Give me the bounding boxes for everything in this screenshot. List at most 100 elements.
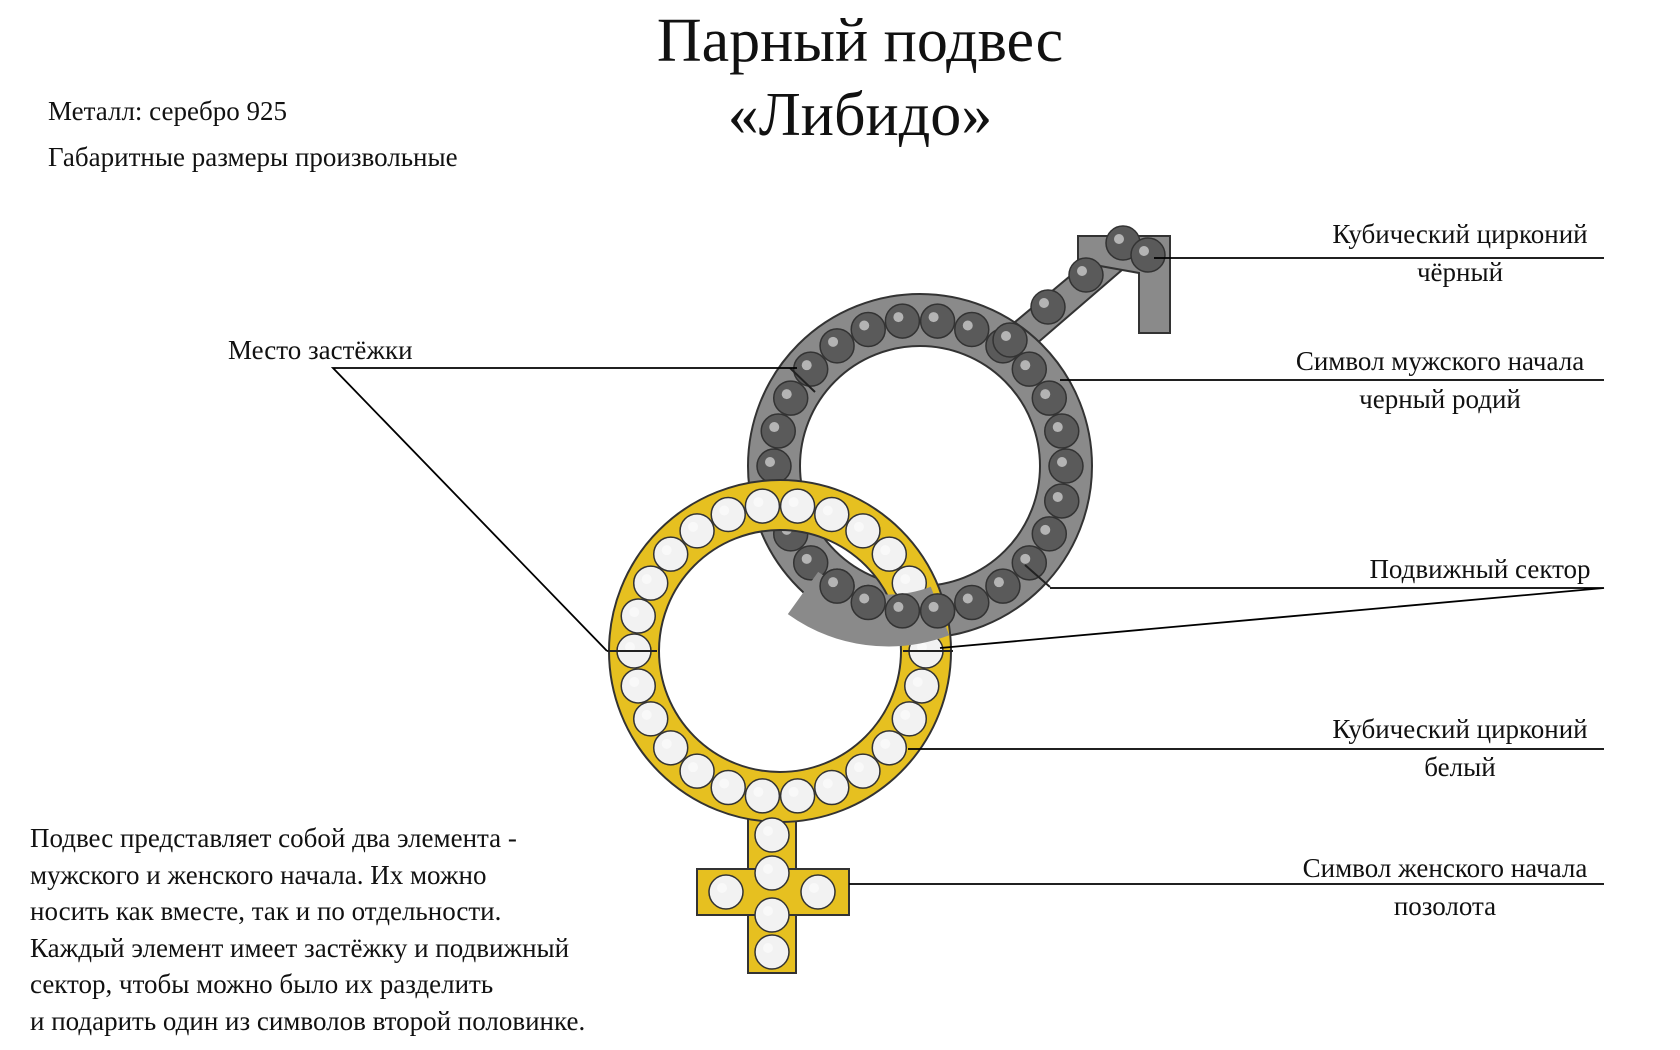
black-stone-highlight xyxy=(893,601,904,612)
black-stone-highlight xyxy=(1020,360,1031,371)
black-stone-highlight xyxy=(928,601,939,612)
black-stone xyxy=(1031,516,1068,552)
black-stone-highlight xyxy=(859,320,870,331)
black-stones-overlap xyxy=(819,568,956,629)
white-stone xyxy=(871,730,908,766)
white-stone-highlight xyxy=(641,709,652,720)
white-stone-highlight xyxy=(719,778,730,789)
white-stone xyxy=(779,488,816,524)
white-stone-highlight xyxy=(917,642,927,652)
black-stone-highlight xyxy=(781,389,792,400)
black-stone xyxy=(919,303,956,339)
white-stone-highlight xyxy=(661,738,672,749)
label-female-symbol: Символ женского начала позолота xyxy=(1280,849,1610,925)
black-stone xyxy=(819,328,855,364)
label-white-zirconia: Кубический цирконий белый xyxy=(1310,710,1610,786)
white-stone-highlight xyxy=(629,676,640,687)
white-stone-highlight xyxy=(853,521,864,532)
white-stone xyxy=(814,769,850,806)
black-stone-highlight xyxy=(1052,491,1063,502)
white-stone-highlight xyxy=(625,642,635,652)
leader-lines xyxy=(330,257,1605,885)
white-stone-highlight xyxy=(853,762,864,773)
black-stone xyxy=(1130,237,1166,273)
black-stone xyxy=(819,568,855,604)
black-stone-highlight xyxy=(962,593,973,604)
white-stone-highlight xyxy=(822,505,833,516)
description-line: сектор, чтобы можно было их разделить xyxy=(30,969,494,999)
label-black-zirconia-line-2: чёрный xyxy=(1416,257,1504,287)
black-stone xyxy=(1011,351,1048,387)
white-stone-highlight xyxy=(719,505,730,516)
white-stone-highlight xyxy=(809,883,819,893)
black-stone xyxy=(760,413,796,449)
white-stone-highlight xyxy=(661,545,672,556)
label-male-symbol: Символ мужского начала черный родий xyxy=(1270,342,1610,418)
black-stone-highlight xyxy=(1077,266,1087,276)
white-stone-highlight xyxy=(763,826,773,836)
black-stone xyxy=(985,568,1021,604)
white-stone-highlight xyxy=(788,786,799,797)
white-stone xyxy=(754,934,790,970)
black-stone-highlight xyxy=(1114,234,1124,244)
white-stone xyxy=(845,753,881,789)
white-stone xyxy=(744,778,781,814)
black-stone xyxy=(1030,289,1066,325)
black-stone xyxy=(1048,448,1084,484)
white-stone-highlight xyxy=(900,709,911,720)
male-overlap-segment xyxy=(787,568,956,647)
white-stone-highlight xyxy=(763,864,773,874)
white-stone xyxy=(710,496,746,533)
white-stone xyxy=(679,513,715,549)
title-line-1: Парный подвес xyxy=(656,7,1064,75)
black-stone xyxy=(792,351,829,387)
white-stone-highlight xyxy=(688,521,699,532)
male-symbol xyxy=(747,225,1171,639)
white-stone-highlight xyxy=(912,676,923,687)
white-stone xyxy=(779,778,816,814)
white-stone-highlight xyxy=(763,906,773,916)
white-stone xyxy=(620,598,656,634)
black-stone xyxy=(850,584,886,621)
label-female-symbol-line-2: позолота xyxy=(1393,891,1497,921)
description: Подвес представляет собой два элемента -… xyxy=(30,820,585,1039)
black-stone-highlight xyxy=(962,320,973,331)
male-sector-separator xyxy=(1024,564,1051,588)
male-ring-inner-edge xyxy=(799,345,1041,587)
black-stone-highlight xyxy=(1020,553,1031,564)
black-stone-highlight xyxy=(1040,524,1051,535)
black-stone-highlight xyxy=(1001,331,1011,341)
black-stone-highlight xyxy=(1057,457,1067,467)
white-stone xyxy=(800,874,836,910)
white-stone-highlight xyxy=(641,574,652,585)
label-clasp: Место застёжки xyxy=(228,335,413,365)
label-male-symbol-line-2: черный родий xyxy=(1359,384,1521,414)
label-movable-sector: Подвижный сектор xyxy=(1369,554,1591,584)
white-stone xyxy=(845,513,881,549)
white-stone xyxy=(652,536,689,572)
white-stone xyxy=(891,701,928,737)
black-stone-highlight xyxy=(1040,389,1051,400)
white-stone-highlight xyxy=(822,778,833,789)
label-white-zirconia-line-2: белый xyxy=(1424,752,1496,782)
leader-movable-sector xyxy=(939,587,1605,649)
black-stone xyxy=(1068,257,1104,293)
sector-separators xyxy=(607,367,1051,652)
black-stone-highlight xyxy=(828,336,839,347)
white-stone xyxy=(744,488,781,524)
black-stone-highlight xyxy=(1139,246,1149,256)
white-stone xyxy=(708,874,744,910)
white-stone xyxy=(632,565,669,601)
white-stone-highlight xyxy=(900,574,911,585)
black-stone xyxy=(850,311,886,348)
black-stone xyxy=(884,303,921,339)
black-stone xyxy=(992,322,1028,358)
black-stone-highlight xyxy=(769,422,780,433)
white-stone xyxy=(871,536,908,572)
white-stone xyxy=(652,730,689,766)
white-stone-highlight xyxy=(753,786,764,797)
black-stone-highlight xyxy=(859,593,870,604)
white-stone xyxy=(679,753,715,789)
black-stone-highlight xyxy=(828,577,839,588)
